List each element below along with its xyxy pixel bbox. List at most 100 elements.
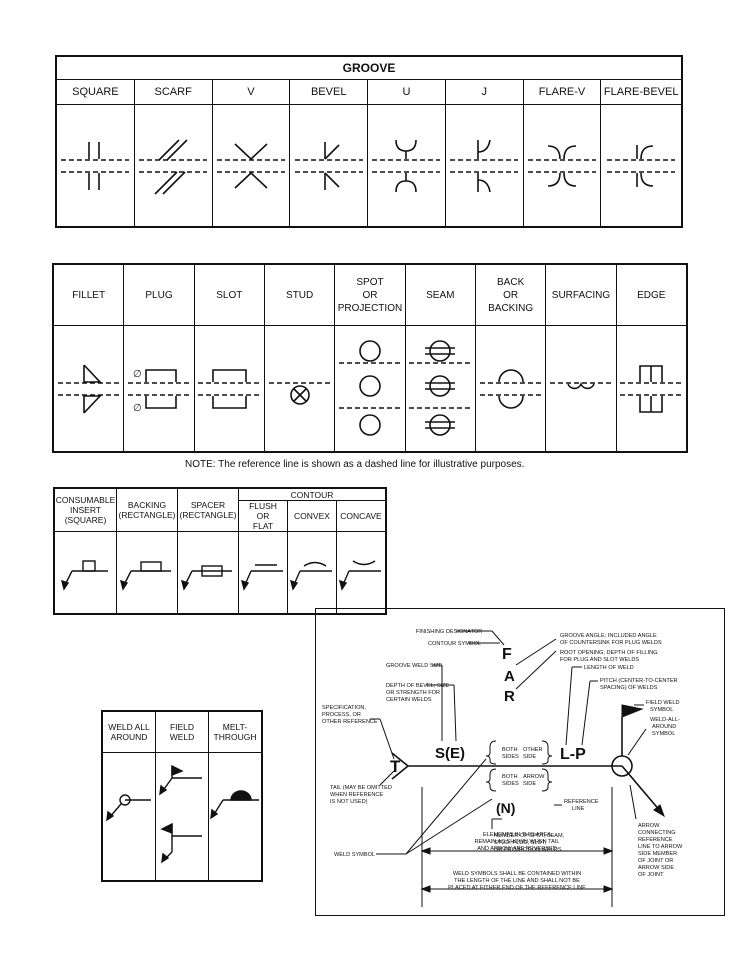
arrow-label: OF JOINT OR — [638, 858, 673, 864]
contour-symbol-label: CONTOUR SYMBOL — [428, 641, 481, 647]
length-pitch-text: L-P — [560, 746, 586, 763]
brace-icon — [485, 740, 497, 765]
weld-all-around-label: WELD-ALL- — [650, 717, 680, 723]
elements-label: AND ARROW ARE REVERSED — [477, 846, 557, 852]
groove-angle-label: OF COUNTERSINK FOR PLUG WELDS — [560, 640, 662, 646]
flare-bevel-groove-icon — [600, 104, 683, 227]
tail-label: TAIL (MAY BE OMITTED — [330, 785, 392, 791]
depth-label: OR STRENGTH FOR — [386, 690, 440, 696]
groove-header: J — [444, 79, 524, 105]
tail-icon — [391, 752, 410, 780]
reference-line-label: LINE — [572, 806, 585, 812]
seam-weld-icon — [404, 325, 476, 452]
contained-label: WELD SYMBOLS SHALL BE CONTAINED WITHIN — [453, 871, 581, 877]
convex-header: CONVEX — [287, 500, 337, 532]
groove-weld-size-label: GROOVE WELD SIZE — [386, 663, 443, 669]
pitch-label: SPACING) OF WELDS — [600, 685, 658, 691]
tail-letter: T — [390, 757, 401, 776]
both-sides-label: BOTH — [502, 774, 518, 780]
field-weld-label: FIELD WELD — [646, 700, 680, 706]
surfacing-header: SURFACING — [545, 263, 617, 326]
seam-header: SEAM — [404, 263, 476, 326]
groove-header: BEVEL — [289, 79, 369, 105]
field-weld-label: SYMBOL — [650, 707, 673, 713]
edge-header: EDGE — [615, 263, 688, 326]
arrow-label: ARROW SIDE — [638, 865, 674, 871]
square-groove-icon — [55, 104, 135, 227]
number-of-welds-label: STUD, PLUG, SLOT, — [494, 840, 547, 846]
tail-label: WHEN REFERENCE — [330, 792, 383, 798]
both-sides-label: BOTH — [502, 747, 518, 753]
arrow-label: SIDE MEMBER — [638, 851, 677, 857]
flare-v-groove-icon — [522, 104, 602, 227]
depth-label: CERTAIN WELDS — [386, 697, 432, 703]
groove-angle-label: GROOVE ANGLE; INCLUDED ANGLE — [560, 633, 657, 639]
number-of-welds-label: NUMBER OF SPOT, SEAM, — [494, 833, 565, 839]
specification-label: PROCESS, OR — [322, 712, 361, 718]
concave-icon — [336, 531, 387, 614]
fillet-weld-icon — [52, 325, 125, 452]
length-label: LENGTH OF WELD — [584, 665, 634, 671]
number-text: (N) — [496, 800, 515, 816]
finishing-designator-label: FINISHING DESIGNATOR — [416, 629, 482, 635]
arrowhead-icon — [653, 804, 665, 818]
field-weld-flag-icon — [621, 704, 644, 718]
groove-table: GROOVE SQUARE SCARF V BEVEL U J FLARE-V … — [55, 55, 683, 228]
flush-icon — [238, 531, 288, 614]
reference-line-label: REFERENCE — [564, 799, 599, 805]
field-weld-icon — [155, 752, 209, 881]
arrow-label: CONNECTING — [638, 830, 676, 836]
stud-weld-icon — [263, 325, 336, 452]
elements-label: REMAIN AS SHOWN WHEN TAIL — [475, 839, 560, 845]
fillet-header: FILLET — [52, 263, 125, 326]
slot-header: SLOT — [193, 263, 265, 326]
spacer-header: SPACER(RECTANGLE) — [177, 487, 239, 532]
surfacing-weld-icon — [545, 325, 617, 452]
groove-title: GROOVE — [55, 55, 683, 80]
backing-header: BACKING(RECTANGLE) — [116, 487, 178, 532]
convex-icon — [287, 531, 337, 614]
weld-all-around-label: SYMBOL — [652, 731, 675, 737]
reference-line-note: NOTE: The reference line is shown as a d… — [185, 459, 525, 470]
weld-symbol-label: WELD SYMBOL — [334, 852, 375, 858]
root-letter: R — [504, 688, 515, 705]
contained-label: PLACED AT EITHER END OF THE REFERENCE LI… — [448, 885, 586, 891]
edge-weld-icon — [615, 325, 688, 452]
elements-label: ELEMENTS IN THIS AREA — [483, 832, 551, 838]
size-text: S(E) — [435, 745, 465, 762]
melt-through-icon — [208, 752, 263, 881]
tail-label: IS NOT USED) — [330, 799, 368, 805]
spacer-icon — [177, 531, 239, 614]
both-sides-label: SIDES — [502, 754, 519, 760]
groove-header: U — [367, 79, 446, 105]
specification-label: OTHER REFERENCE — [322, 719, 378, 725]
arrow-label: OF JOINT — [638, 872, 664, 878]
finish-letter: F — [502, 646, 512, 663]
number-of-welds-label: OR PROJECTION WELDS — [494, 847, 562, 853]
depth-label: DEPTH OF BEVEL; SIZE — [386, 683, 450, 689]
weld-symbol-reference-diagram: F A R S(E) L-P T (N) FINISHI — [315, 608, 725, 916]
weld-all-around-label: AROUND — [652, 724, 676, 730]
contour-header: CONTOUR — [238, 487, 387, 501]
plug-header: PLUG — [123, 263, 195, 326]
groove-header: SCARF — [133, 79, 213, 105]
svg-text:∅: ∅ — [133, 403, 142, 414]
root-opening-label: FOR PLUG AND SLOT WELDS — [560, 657, 639, 663]
slot-weld-icon — [193, 325, 265, 452]
arrow-line — [621, 765, 662, 813]
concave-header: CONCAVE — [336, 500, 387, 532]
groove-header: V — [211, 79, 291, 105]
svg-text:∅: ∅ — [133, 369, 142, 380]
plug-weld-icon: ∅ ∅ — [123, 325, 195, 452]
other-side-label: OTHER — [523, 747, 543, 753]
contained-label: THE LENGTH OF THE LINE AND SHALL NOT BE — [454, 878, 580, 884]
pitch-label: PITCH (CENTER-TO-CENTER — [600, 678, 678, 684]
brace-icon — [541, 768, 553, 792]
